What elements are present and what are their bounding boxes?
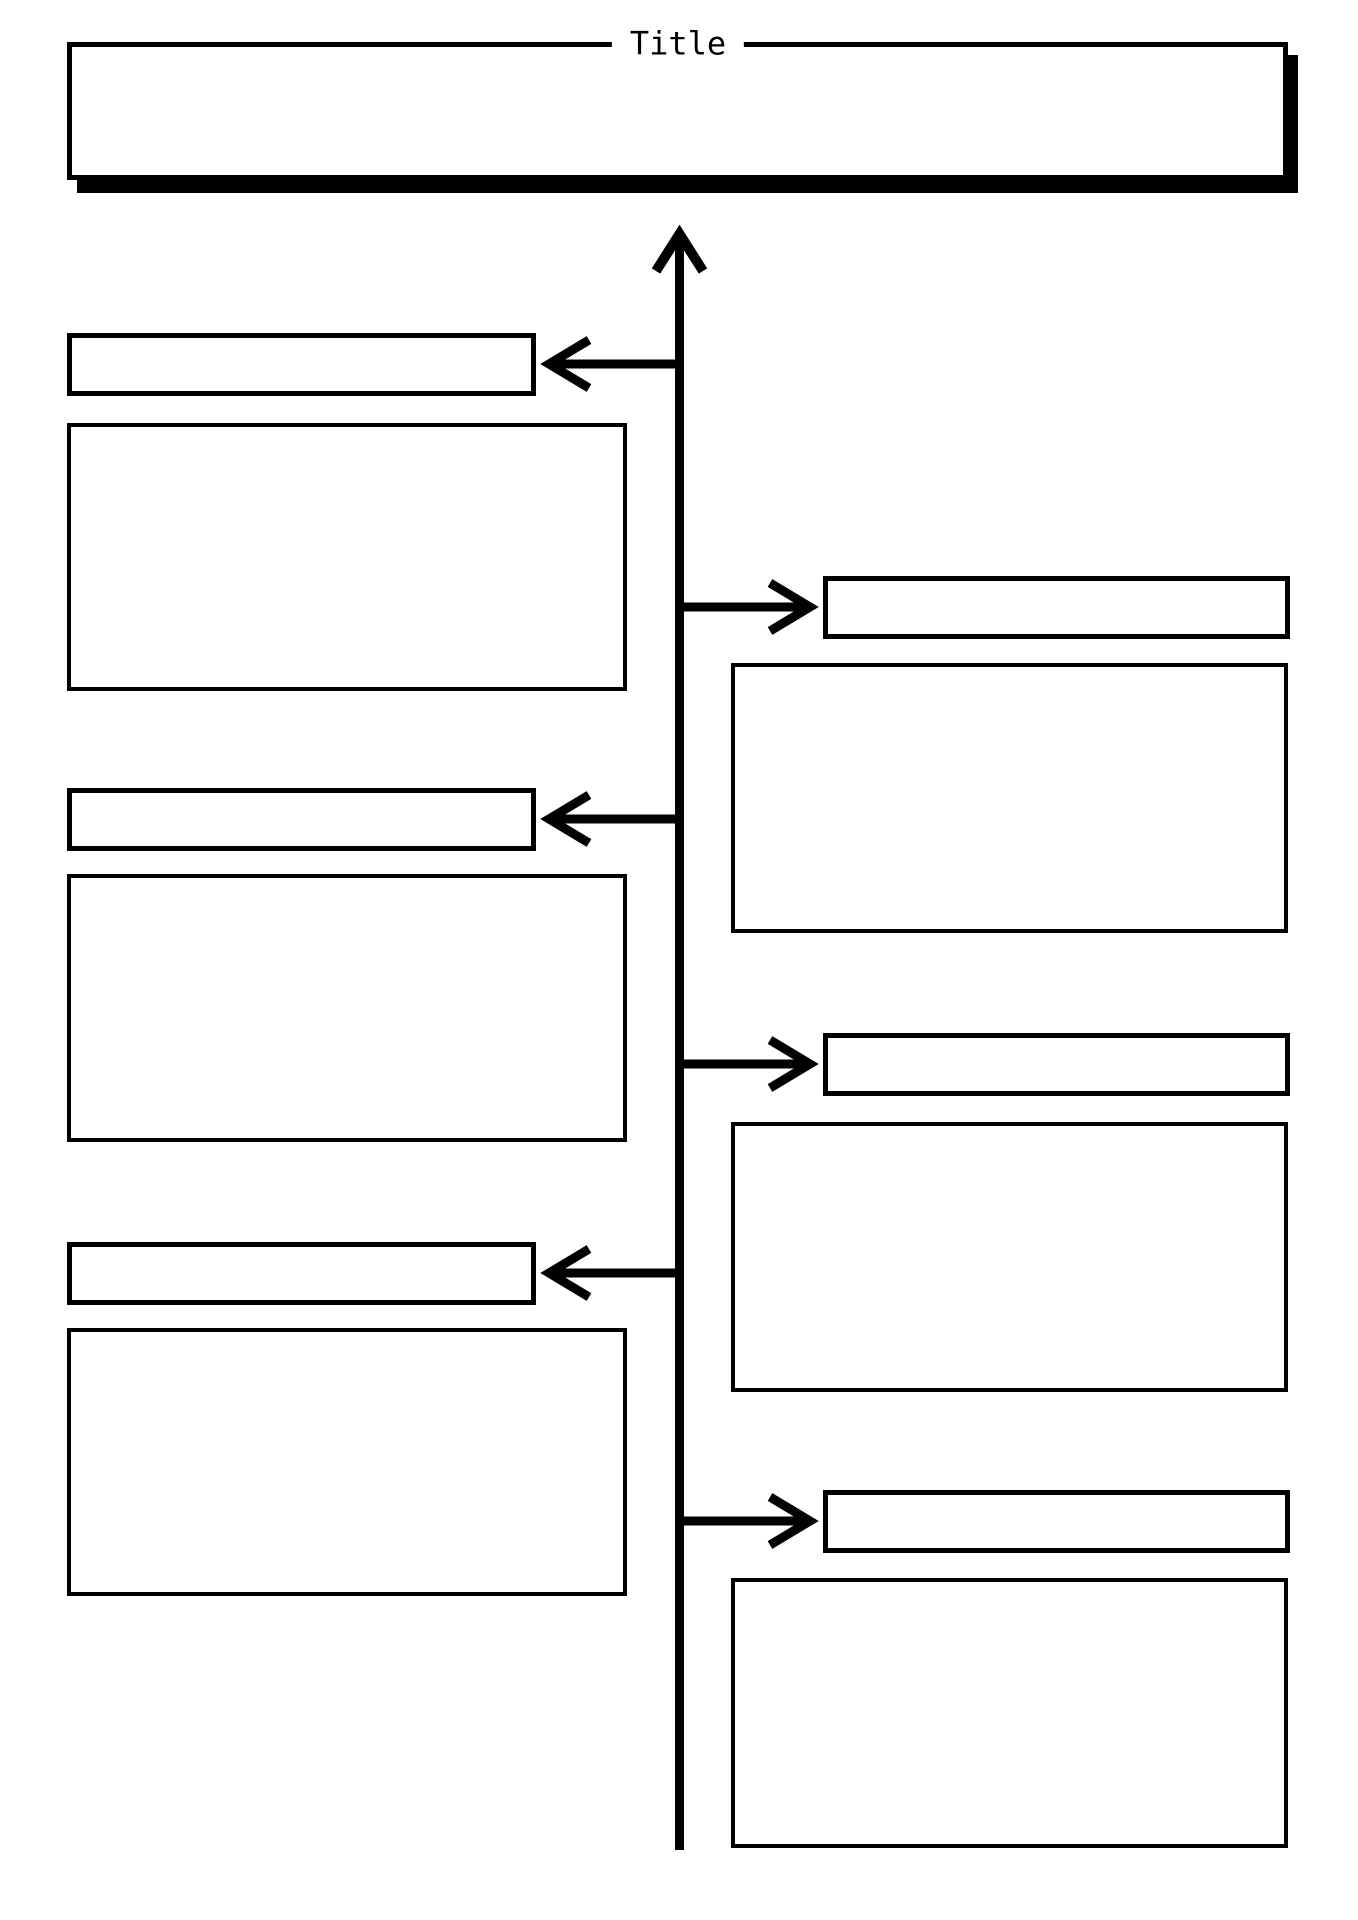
entry-4-label-box[interactable]: [823, 1033, 1290, 1096]
entry-3-label-text: [72, 793, 531, 805]
title-panel-content[interactable]: [72, 47, 1283, 175]
entry-5-details-box[interactable]: [67, 1328, 627, 1596]
entry-2-label-text: [828, 581, 1285, 593]
entry-5-details-text: [71, 1332, 623, 1344]
connector-right-2-arrowhead-icon: [767, 1036, 819, 1092]
title-panel[interactable]: [67, 42, 1288, 180]
entry-3-details-box[interactable]: [67, 874, 627, 1142]
entry-5-label-text: [72, 1247, 531, 1259]
connector-left-1-arrowhead-icon: [540, 336, 592, 392]
entry-3-label-box[interactable]: [67, 788, 536, 851]
entry-4-details-box[interactable]: [731, 1122, 1288, 1392]
entry-6-label-text: [828, 1495, 1285, 1507]
entry-1-label-text: [72, 338, 531, 350]
entry-4-details-text: [735, 1126, 1284, 1138]
entry-5-label-box[interactable]: [67, 1242, 536, 1305]
entry-1-details-text: [71, 427, 623, 439]
entry-6-details-box[interactable]: [731, 1578, 1288, 1848]
axis-up-arrowhead-icon: [651, 224, 708, 274]
entry-2-details-text: [735, 667, 1284, 679]
entry-2-details-box[interactable]: [731, 663, 1288, 933]
connector-left-2-arrowhead-icon: [540, 791, 592, 847]
entry-6-label-box[interactable]: [823, 1490, 1290, 1553]
entry-3-details-text: [71, 878, 623, 890]
entry-6-details-text: [735, 1582, 1284, 1594]
connector-right-1-arrowhead-icon: [767, 579, 819, 635]
connector-right-3-arrowhead-icon: [767, 1493, 819, 1549]
entry-4-label-text: [828, 1038, 1285, 1050]
entry-1-label-box[interactable]: [67, 333, 536, 396]
connector-left-3-arrowhead-icon: [540, 1245, 592, 1301]
entry-2-label-box[interactable]: [823, 576, 1290, 639]
title-legend: Title: [611, 26, 745, 62]
entry-1-details-box[interactable]: [67, 423, 627, 691]
